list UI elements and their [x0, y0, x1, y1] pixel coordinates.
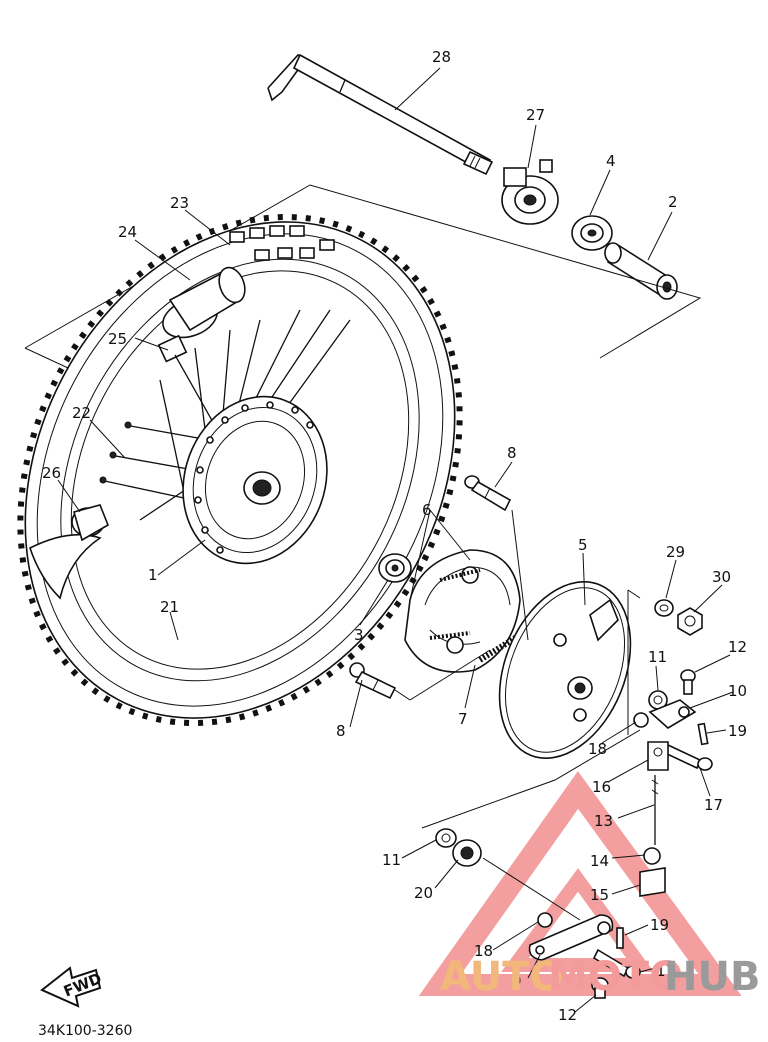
cam-lever-10: [648, 699, 697, 729]
spring-14: [643, 847, 661, 865]
callout-29: 29: [666, 543, 685, 561]
bolt-12-lower: [591, 977, 609, 999]
speedometer-gear: [501, 159, 559, 225]
washer-29: [654, 599, 674, 617]
callout-5: 5: [578, 536, 588, 554]
watermark-hub: HUB: [664, 954, 760, 1000]
rod-13: [651, 775, 659, 845]
rim-band: [71, 504, 110, 542]
nut-15: [639, 867, 666, 897]
brake-arm-9: [528, 914, 614, 961]
callout-15: 15: [590, 886, 609, 904]
callout-12-lower: 12: [558, 1006, 577, 1024]
callout-26: 26: [42, 464, 61, 482]
diagram-code: 34K100-3260: [38, 1023, 132, 1039]
callout-27: 27: [526, 106, 545, 124]
callout-24: 24: [118, 223, 137, 241]
callout-17-lower: 17: [656, 962, 675, 980]
callout-17-upper: 17: [704, 796, 723, 814]
callout-10: 10: [728, 682, 747, 700]
callout-6: 6: [422, 501, 432, 519]
callout-8-lower: 8: [336, 722, 346, 740]
forward-arrow: FWD: [40, 966, 104, 1008]
joint-16: [647, 741, 669, 771]
callout-22: 22: [72, 404, 91, 422]
oring-18-upper: [633, 712, 649, 728]
indicator-plate-20: [452, 839, 482, 867]
bearing-4: [571, 215, 613, 251]
callout-23: 23: [170, 194, 189, 212]
callout-18-lower: 18: [474, 942, 493, 960]
callout-9: 9: [512, 972, 522, 990]
callout-12-upper: 12: [728, 638, 747, 656]
collar: [604, 242, 678, 300]
leader-lines: [57, 67, 734, 1013]
callout-3: 3: [354, 626, 364, 644]
brake-plate: [498, 580, 632, 760]
tube: [157, 266, 246, 363]
bolt-8-upper: [464, 475, 512, 512]
callout-4: 4: [606, 152, 616, 170]
watermark-auto: AUTO: [440, 954, 564, 1000]
callout-18-upper: 18: [588, 740, 607, 758]
bolt-8-lower: [349, 662, 397, 700]
bearing-3: [378, 553, 412, 583]
callout-30: 30: [712, 568, 731, 586]
callout-14: 14: [590, 852, 609, 870]
bolt-17-upper: [663, 743, 713, 771]
callout-11-lower: 11: [382, 851, 401, 869]
oring-18-lower: [537, 912, 553, 928]
callout-2: 2: [668, 193, 678, 211]
pin-19-upper: [697, 722, 709, 746]
callout-labels: 28 27 4 2 23 24 25 22 26 1 21 8 6 5 29 3…: [42, 48, 747, 1024]
watermark-text: AUTO MOTO HUB: [440, 954, 760, 1000]
pin-19-lower: [616, 927, 624, 949]
callout-19-lower: 19: [650, 916, 669, 934]
callout-28: 28: [432, 48, 451, 66]
watermark-moto: MOTO: [548, 954, 683, 1000]
washer-11-lower: [435, 828, 457, 848]
callout-1: 1: [148, 566, 158, 584]
nut-30: [677, 607, 703, 636]
callout-21: 21: [160, 598, 179, 616]
lower-boundary: [394, 509, 641, 829]
callout-20: 20: [414, 884, 433, 902]
washer-11-upper: [648, 690, 668, 710]
bolt-12-upper: [680, 669, 696, 695]
axle: [267, 53, 494, 176]
hub: [182, 395, 328, 565]
brake-shoes: [404, 549, 521, 673]
callout-25: 25: [108, 330, 127, 348]
callout-8-upper: 8: [507, 444, 517, 462]
callout-11-upper: 11: [648, 648, 667, 666]
callout-16: 16: [592, 778, 611, 796]
tread-blocks: [229, 225, 335, 261]
bolt-17-lower: [592, 948, 641, 979]
callout-19-upper: 19: [728, 722, 747, 740]
callout-13: 13: [594, 812, 613, 830]
callout-7: 7: [458, 710, 468, 728]
